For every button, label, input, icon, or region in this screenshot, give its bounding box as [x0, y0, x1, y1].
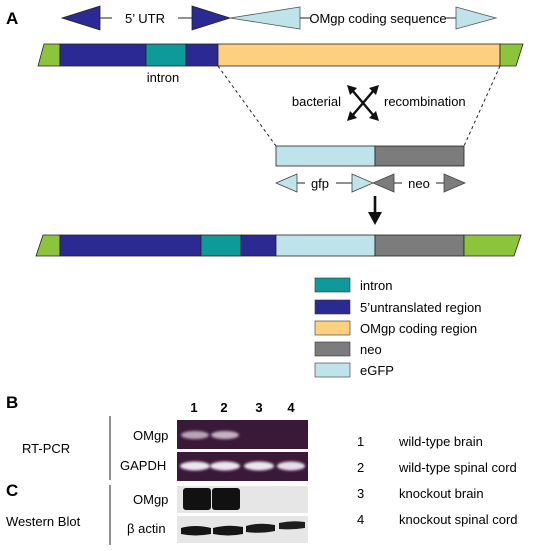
lane-number-4: 4 — [287, 400, 295, 415]
lane-number-2: 2 — [220, 400, 227, 415]
coding-bracket: OMgp coding sequence — [229, 6, 498, 30]
legend-swatch-utr — [314, 299, 351, 315]
targeted-utr-segment-2 — [240, 234, 277, 257]
western-actin-band-2 — [213, 525, 243, 536]
rt-pcr-gel-gapdh — [177, 452, 308, 481]
targeted-utr-segment — [59, 234, 202, 257]
western-blot-title: Western Blot — [6, 514, 81, 529]
legend-label-coding: OMgp coding region — [360, 321, 477, 336]
legend-label-egfp: eGFP — [360, 363, 394, 378]
lane-key-text-3: knockout brain — [399, 486, 484, 501]
targeted-left-flank — [35, 234, 61, 257]
legend-label-intron: intron — [360, 278, 393, 293]
coding-left-arrow-icon — [229, 6, 301, 30]
legend: intron 5’untranslated region OMgp coding… — [314, 277, 481, 378]
intron-segment — [145, 43, 187, 67]
western-actin-band-3 — [246, 523, 275, 533]
neo-right-arrow-icon — [443, 173, 467, 193]
lane-key-num-2: 2 — [357, 460, 364, 475]
lane-number-3: 3 — [255, 400, 262, 415]
recombination-right-label: recombination — [384, 94, 466, 109]
rt-pcr-omgp-band-1 — [181, 431, 209, 439]
western-omgp-band-2 — [212, 488, 240, 510]
lane-key-text-1: wild-type brain — [398, 434, 483, 449]
rt-pcr-gapdh-band-4 — [277, 461, 305, 471]
western-blot-omgp — [177, 486, 308, 513]
western-row-actin: β actin — [127, 521, 166, 536]
utr-segment — [59, 43, 147, 67]
down-arrow-icon — [368, 196, 382, 225]
rt-pcr-row-omgp: OMgp — [133, 428, 168, 443]
coding-label: OMgp coding sequence — [309, 11, 446, 26]
gfp-neo-arrows: gfp neo — [274, 173, 467, 193]
lane-key: 1 wild-type brain 2 wild-type spinal cor… — [357, 434, 518, 527]
wildtype-gene-bar — [37, 43, 524, 67]
legend-swatch-coding — [314, 320, 351, 336]
gfp-label: gfp — [311, 176, 329, 191]
targeted-gene-bar — [35, 234, 522, 257]
gfp-left-arrow-icon — [274, 173, 298, 193]
rt-pcr-omgp-band-2 — [211, 431, 239, 439]
targeted-neo-segment — [374, 234, 465, 257]
utr-left-arrow-icon — [60, 5, 101, 31]
intron-label: intron — [147, 70, 180, 85]
targeted-right-flank — [463, 234, 522, 257]
legend-label-utr: 5’untranslated region — [360, 300, 481, 315]
dashed-line-left — [217, 65, 277, 147]
rt-pcr-gel-omgp — [177, 420, 308, 449]
coding-right-arrow-icon — [455, 6, 498, 30]
panel-a-label: A — [6, 9, 18, 28]
lane-key-text-2: wild-type spinal cord — [398, 460, 517, 475]
lane-key-num-1: 1 — [357, 434, 364, 449]
utr-bracket: 5’ UTR — [60, 5, 232, 31]
utr-segment-2 — [185, 43, 219, 67]
lane-number-1: 1 — [190, 400, 197, 415]
targeted-intron-segment — [200, 234, 242, 257]
legend-label-neo: neo — [360, 342, 382, 357]
neo-label: neo — [408, 176, 430, 191]
legend-swatch-egfp — [314, 362, 351, 378]
western-omgp-band-1 — [183, 488, 211, 510]
dashed-line-right — [463, 65, 501, 147]
rt-pcr-gapdh-band-3 — [244, 461, 274, 471]
lane-key-num-4: 4 — [357, 512, 364, 527]
rt-pcr-title: RT-PCR — [22, 441, 70, 456]
utr-right-arrow-icon — [191, 5, 232, 31]
rt-pcr-gapdh-band-1 — [180, 461, 210, 471]
targeted-gfp-segment — [275, 234, 376, 257]
left-flank — [37, 43, 61, 67]
rt-pcr-row-gapdh: GAPDH — [120, 458, 166, 473]
panel-b-label: B — [6, 393, 18, 412]
right-flank — [499, 43, 524, 67]
neo-cassette-segment — [374, 145, 465, 167]
coding-segment — [217, 43, 501, 67]
gfp-right-arrow-icon — [351, 173, 375, 193]
western-blot-actin — [177, 516, 308, 543]
western-actin-band-1 — [181, 526, 211, 536]
neo-left-arrow-icon — [371, 173, 395, 193]
legend-swatch-intron — [314, 277, 351, 293]
western-row-omgp: OMgp — [133, 492, 168, 507]
western-actin-band-4 — [279, 521, 305, 530]
utr-label: 5’ UTR — [125, 11, 165, 26]
crossover-icon — [347, 85, 379, 121]
rt-pcr-gapdh-band-2 — [210, 461, 240, 471]
lane-key-text-4: knockout spinal cord — [399, 512, 518, 527]
legend-swatch-neo — [314, 341, 351, 357]
gfp-cassette-segment — [275, 145, 376, 167]
lane-key-num-3: 3 — [357, 486, 364, 501]
recombination-left-label: bacterial — [292, 94, 341, 109]
panel-c-label: C — [6, 481, 18, 500]
